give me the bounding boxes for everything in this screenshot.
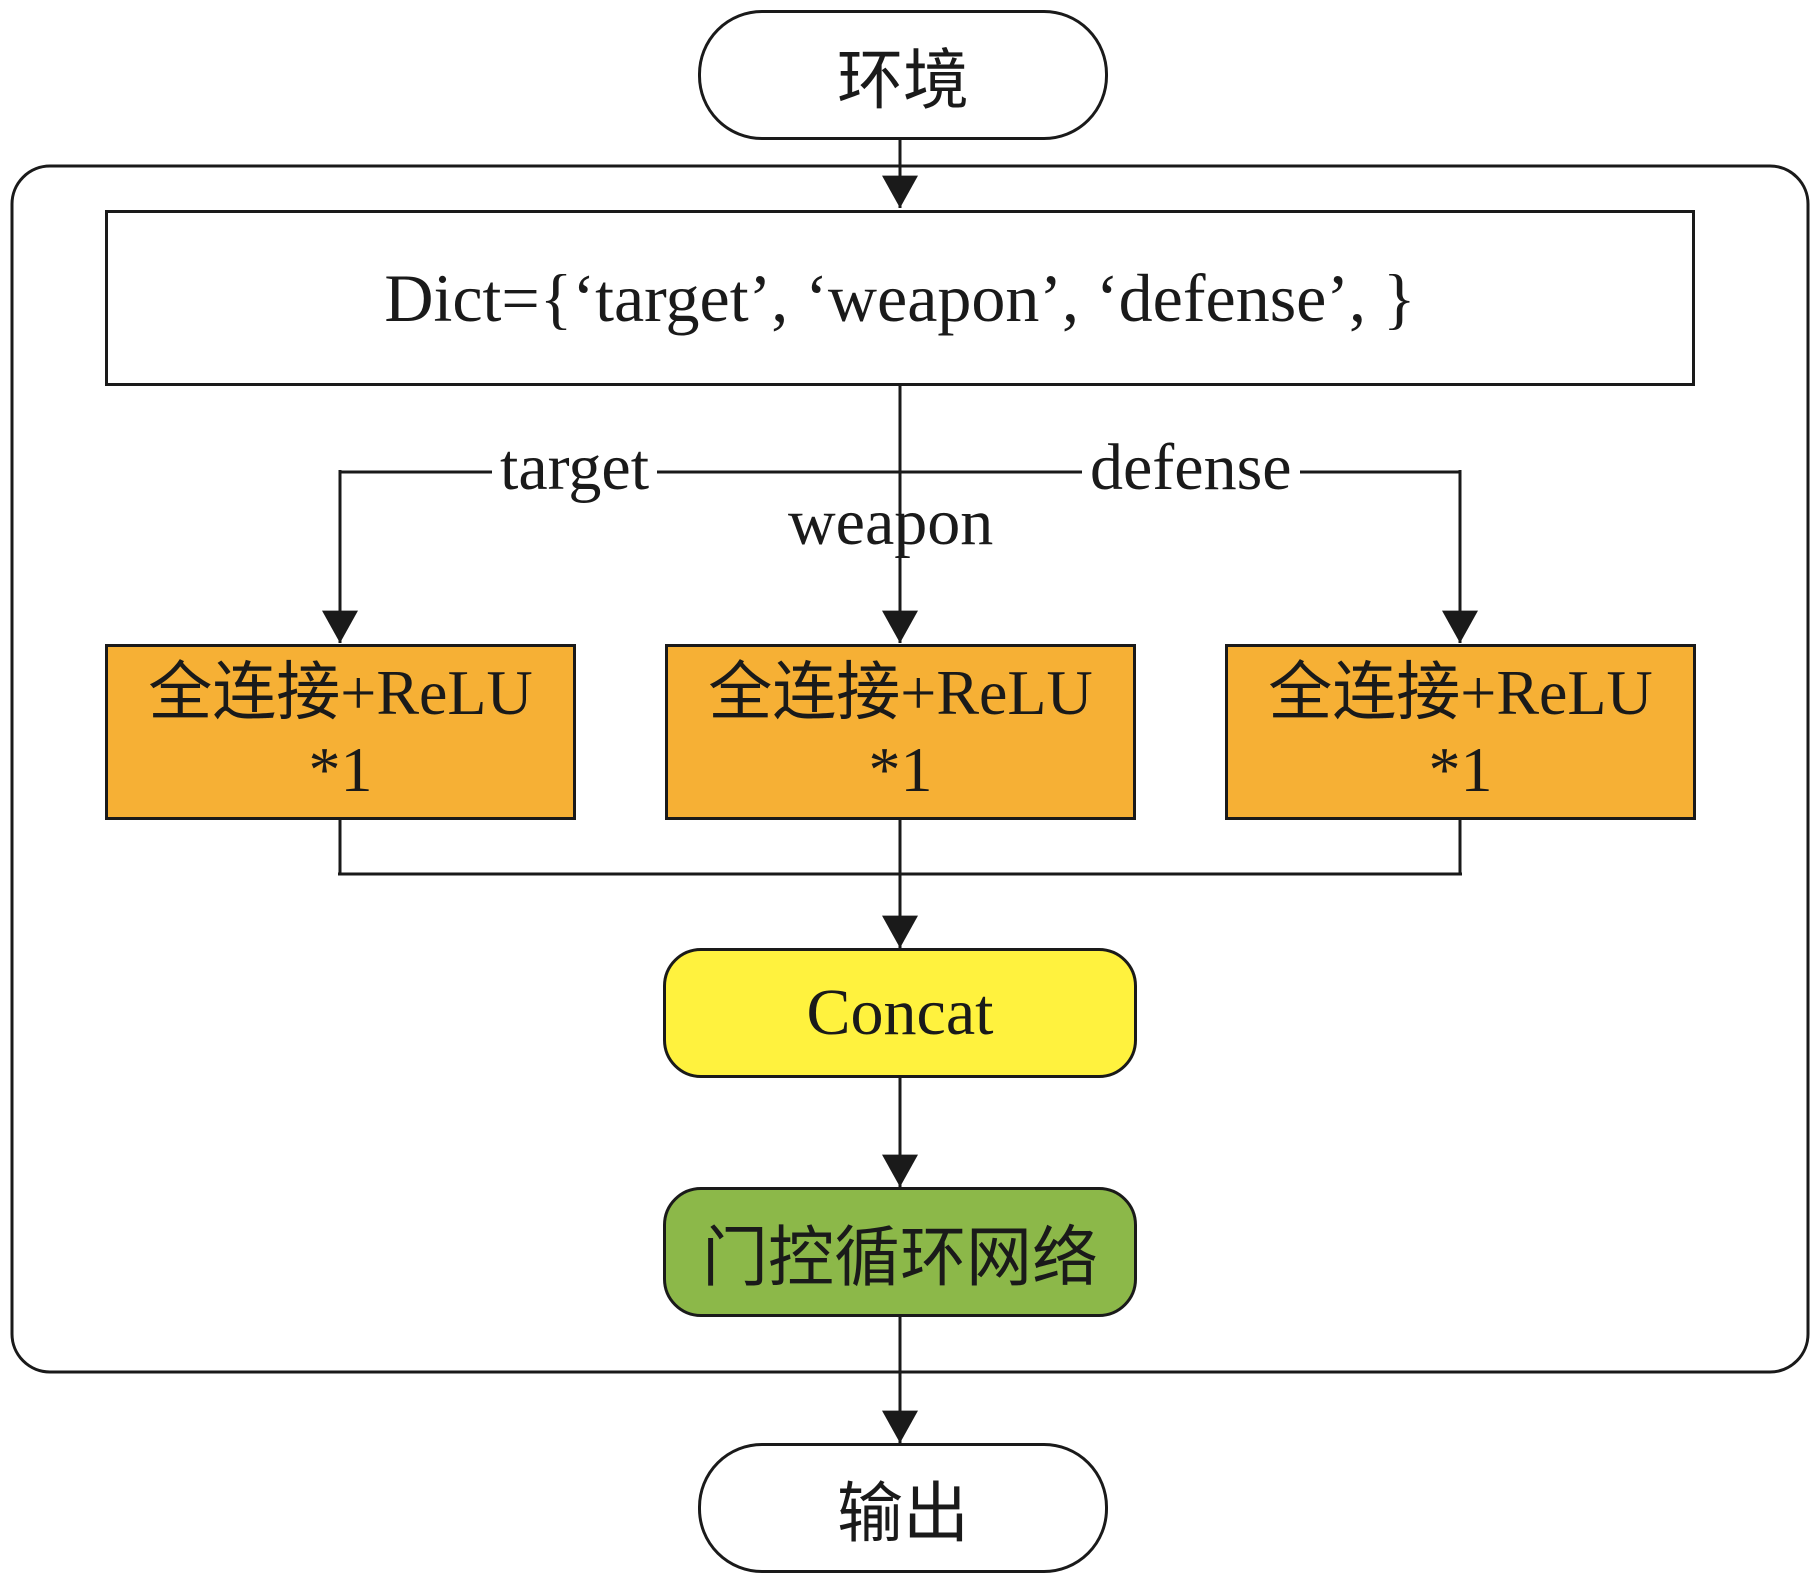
output-label: 输出: [837, 1478, 969, 1551]
branch-weapon-label: 全连接+ReLU: [708, 657, 1093, 729]
branch-defense-label: 全连接+ReLU: [1268, 657, 1653, 729]
edge-label-target: target: [492, 435, 658, 501]
concat-label: Concat: [806, 976, 994, 1049]
dict-label: Dict={‘target’, ‘weapon’, ‘defense’, }: [384, 259, 1416, 336]
gru-node: 门控循环网络: [663, 1187, 1137, 1317]
environment-node: 环境: [698, 10, 1108, 140]
branch-weapon-multiplier: *1: [868, 734, 933, 805]
dict-node: Dict={‘target’, ‘weapon’, ‘defense’, }: [105, 210, 1695, 386]
branch-target-multiplier: *1: [308, 734, 373, 805]
output-node: 输出: [698, 1443, 1108, 1573]
branch-target-node: 全连接+ReLU *1: [105, 644, 576, 820]
edge-label-defense: defense: [1082, 435, 1300, 501]
branch-weapon-node: 全连接+ReLU *1: [665, 644, 1136, 820]
environment-label: 环境: [837, 45, 969, 118]
branch-defense-multiplier: *1: [1428, 734, 1493, 805]
network-container: [10, 164, 1810, 1374]
branch-defense-node: 全连接+ReLU *1: [1225, 644, 1696, 820]
gru-label: 门控循环网络: [702, 1222, 1098, 1295]
concat-node: Concat: [663, 948, 1137, 1078]
branch-target-label: 全连接+ReLU: [148, 657, 533, 729]
edge-label-weapon: weapon: [788, 486, 994, 559]
